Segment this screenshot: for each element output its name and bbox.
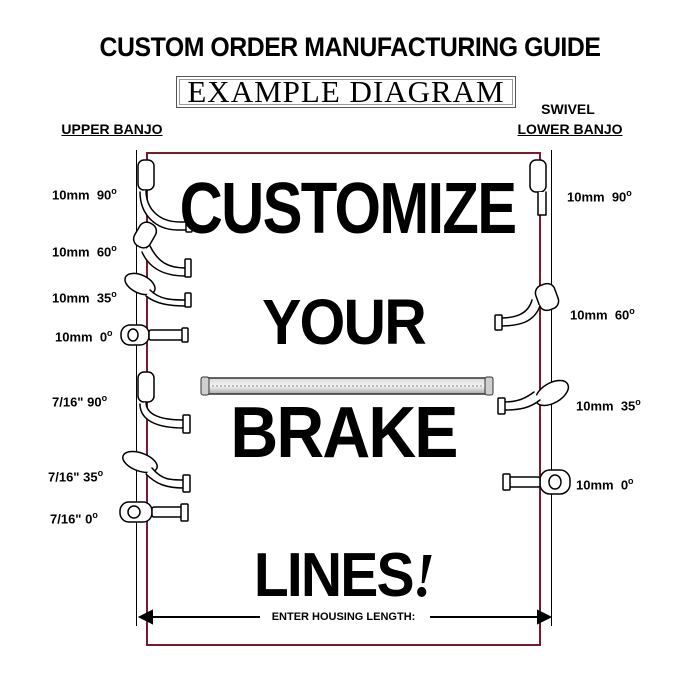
headline-customize: CUSTOMIZE — [179, 169, 518, 249]
lower-banjo-heading: LOWER BANJO — [517, 121, 623, 137]
headline-lines: LINES! — [253, 541, 435, 610]
fitting-upper-716-35-icon — [122, 450, 191, 493]
lower-fitting-label[interactable]: 10mm 60o — [570, 306, 635, 323]
brake-line-icon — [200, 376, 494, 396]
subtitle-frame — [176, 76, 516, 108]
fitting-upper-716-0-icon — [119, 501, 189, 523]
lower-fitting-label[interactable]: 10mm 90o — [567, 188, 632, 205]
fitting-lower-10mm-0-icon — [502, 469, 571, 495]
fitting-upper-716-90-icon — [137, 371, 191, 434]
housing-length-label[interactable]: ENTER HOUSING LENGTH: — [271, 611, 416, 623]
upper-fitting-label[interactable]: 7/16" 0o — [50, 510, 98, 527]
upper-banjo-heading: UPPER BANJO — [61, 121, 163, 137]
page-title: CUSTOM ORDER MANUFACTURING GUIDE — [99, 32, 601, 62]
fitting-lower-10mm-90-icon — [529, 159, 547, 216]
fitting-lower-10mm-35-icon — [497, 379, 570, 415]
exclamation-mark: ! — [412, 542, 435, 610]
lower-fitting-label[interactable]: 10mm 0o — [576, 476, 634, 493]
left-guide-line — [136, 150, 137, 626]
upper-fitting-label[interactable]: 7/16" 90o — [52, 393, 108, 410]
upper-fitting-label[interactable]: 10mm 35o — [52, 289, 117, 306]
headline-brake: BRAKE — [230, 393, 458, 473]
upper-fitting-label[interactable]: 10mm 60o — [52, 243, 117, 260]
fitting-upper-10mm-0-icon — [120, 324, 189, 346]
housing-length-arrow — [137, 609, 553, 625]
upper-fitting-label[interactable]: 7/16" 35o — [48, 468, 104, 485]
fitting-upper-10mm-90-icon — [137, 159, 193, 233]
fitting-lower-10mm-60-icon — [494, 282, 560, 331]
upper-fitting-label[interactable]: 10mm 90o — [52, 186, 117, 203]
lower-fitting-label[interactable]: 10mm 35o — [576, 397, 641, 414]
headline-your: YOUR — [262, 286, 427, 358]
fitting-upper-10mm-35-icon — [124, 272, 192, 308]
subtitle: EXAMPLE DIAGRAM — [187, 74, 505, 109]
upper-fitting-label[interactable]: 10mm 0o — [55, 328, 113, 345]
swivel-heading: SWIVEL — [541, 101, 595, 117]
fitting-upper-10mm-60-icon — [132, 221, 192, 278]
